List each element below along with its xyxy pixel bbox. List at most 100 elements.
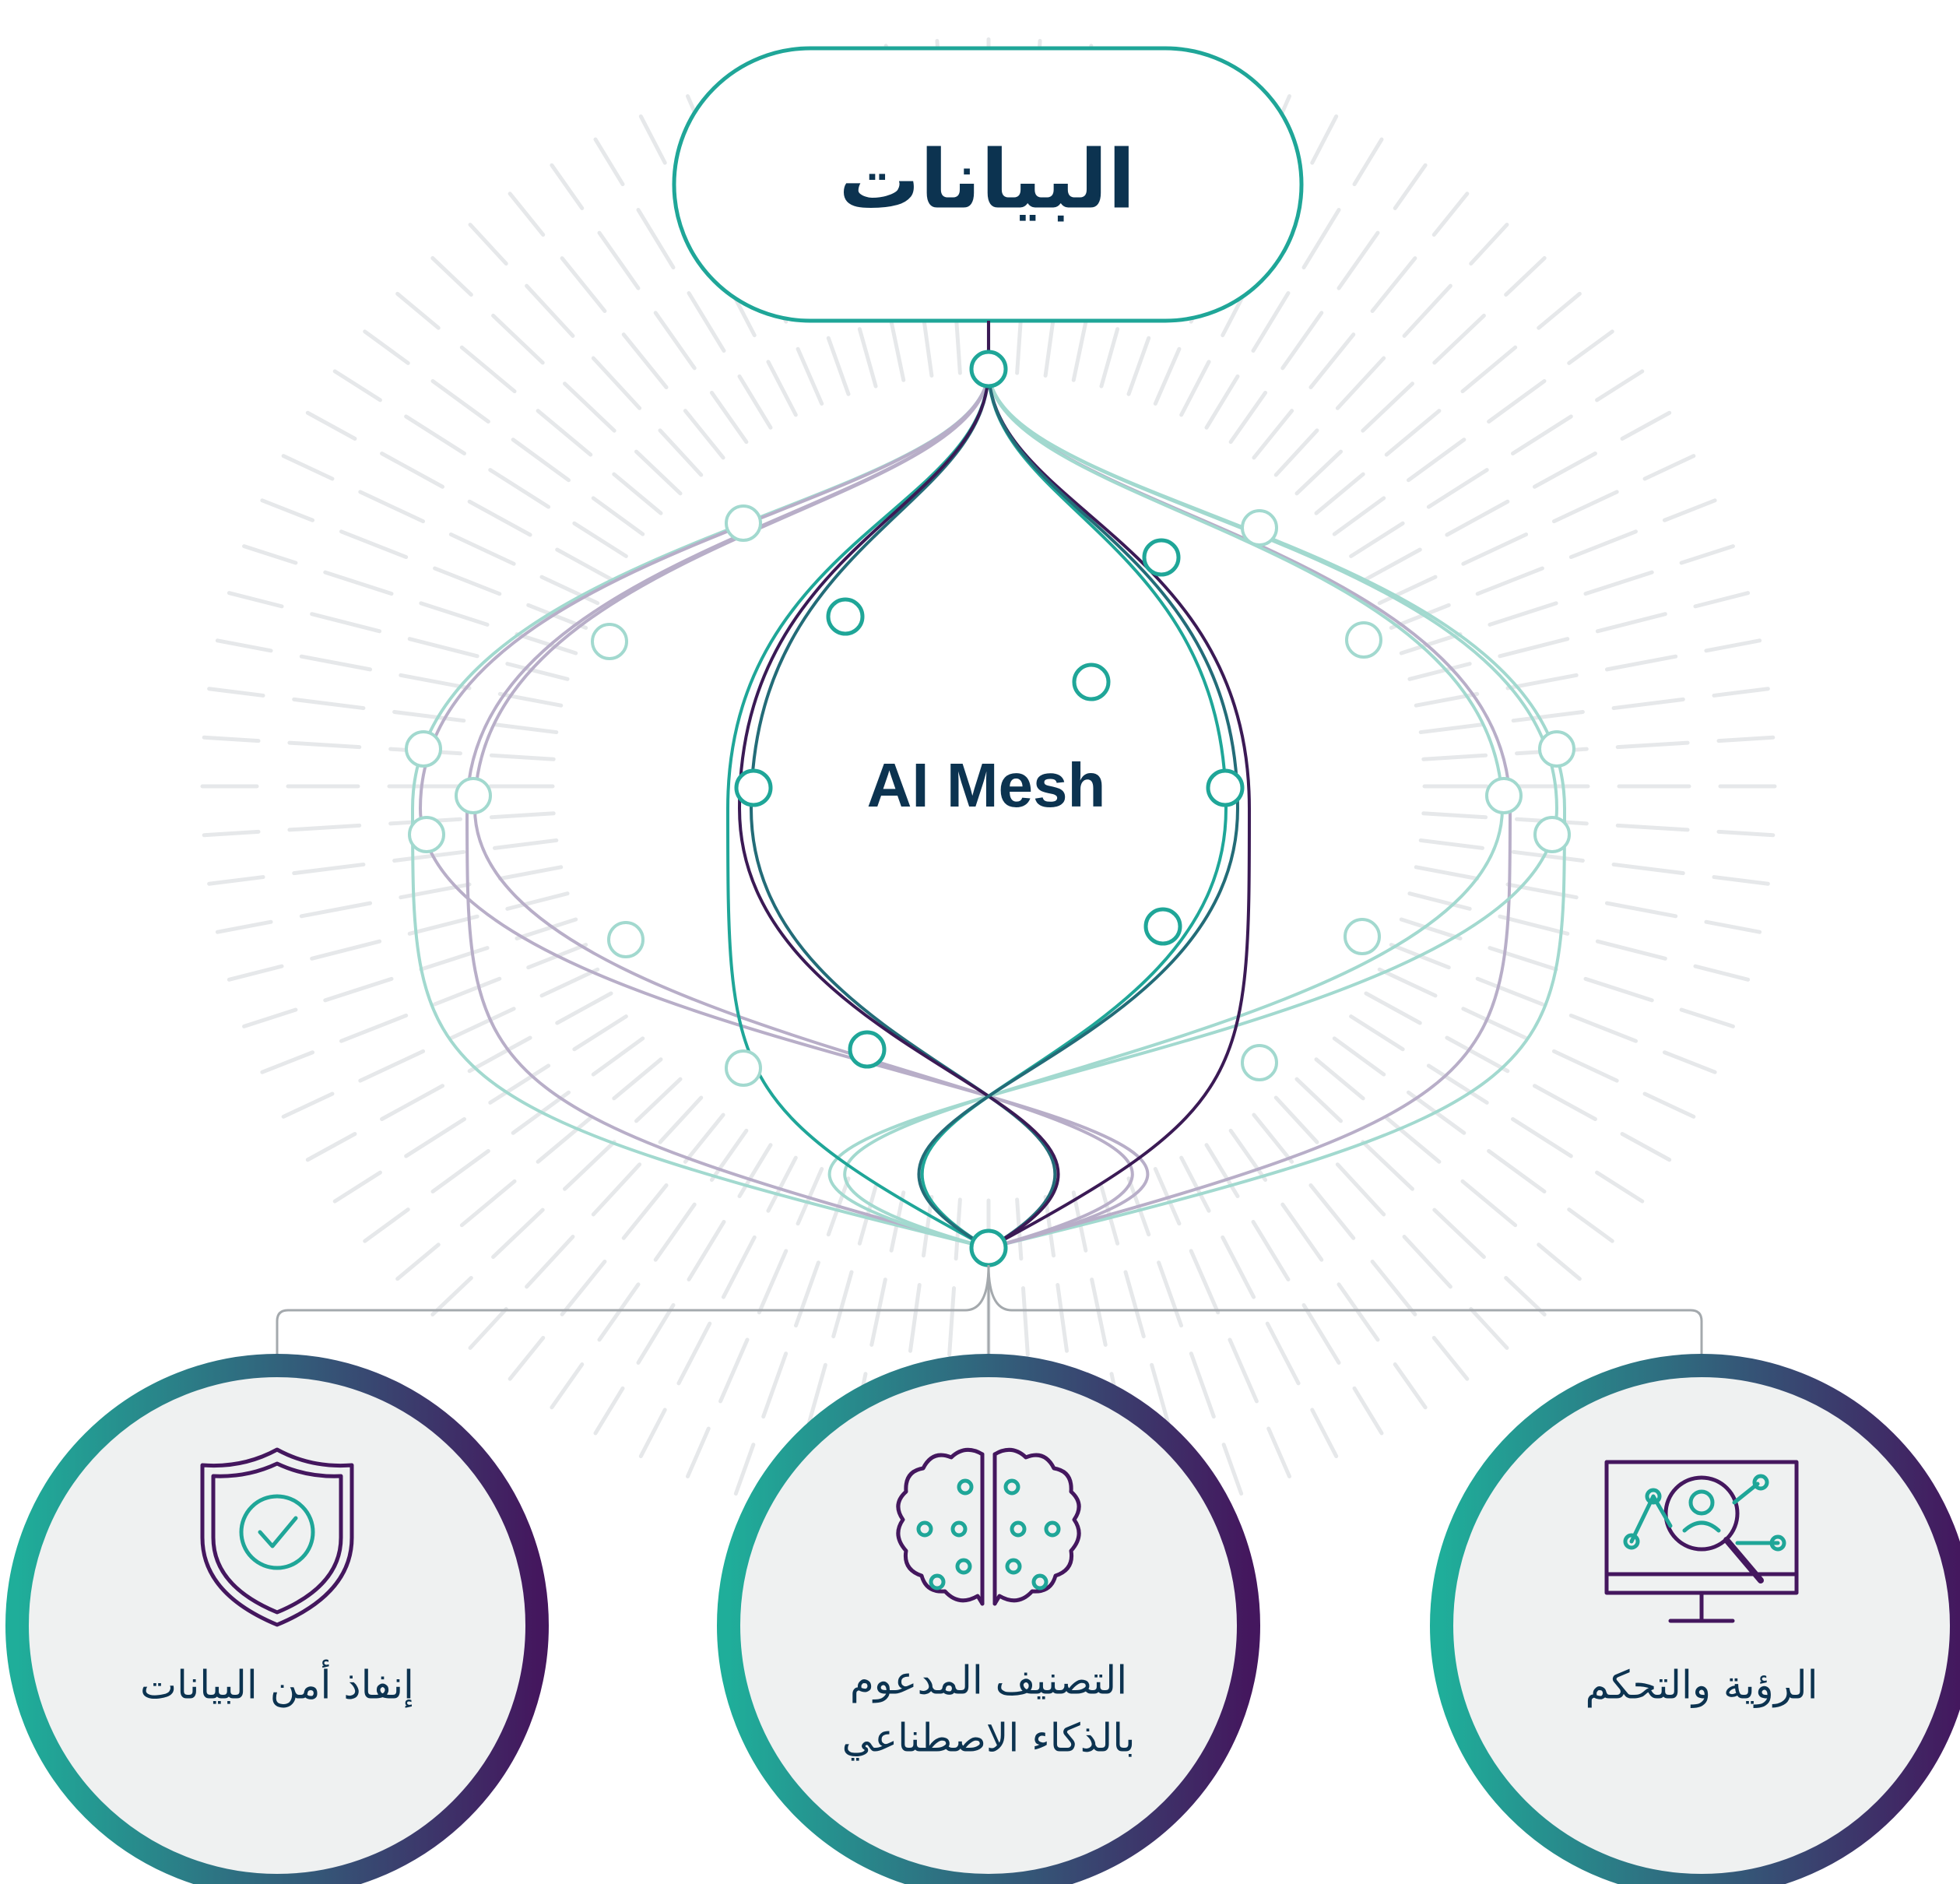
ray-segment bbox=[1475, 566, 1544, 596]
ray-segment bbox=[683, 1112, 725, 1164]
ray-segment bbox=[1567, 1207, 1614, 1243]
ray-segment bbox=[1414, 865, 1480, 881]
ray-segment bbox=[737, 374, 773, 430]
ray-segment bbox=[536, 409, 593, 457]
ray-segment bbox=[488, 1063, 551, 1105]
ray-segment bbox=[404, 1117, 467, 1158]
mesh-strand bbox=[749, 368, 1057, 1250]
ray-segment bbox=[612, 472, 663, 515]
ray-segment bbox=[1337, 230, 1380, 290]
ray-segment bbox=[1504, 1275, 1547, 1316]
ray-segment bbox=[634, 1077, 683, 1123]
mesh-node bbox=[1142, 538, 1181, 577]
ray-segment bbox=[419, 946, 490, 972]
mesh-strands-outer bbox=[410, 368, 1567, 1250]
ray-segment bbox=[1399, 632, 1463, 656]
ray-segment bbox=[1469, 223, 1509, 266]
ray-segment bbox=[1370, 256, 1417, 314]
ray-segment bbox=[560, 256, 607, 314]
ray-segment bbox=[505, 662, 570, 681]
ray-segment bbox=[292, 862, 366, 876]
ray-segment bbox=[515, 632, 578, 656]
ray-segment bbox=[653, 311, 697, 371]
ray-segment bbox=[1431, 192, 1470, 237]
ray-segment bbox=[395, 1243, 441, 1281]
ray-segment bbox=[1043, 1194, 1056, 1258]
ray-segment bbox=[1204, 374, 1240, 430]
ray-segment bbox=[1123, 1270, 1146, 1339]
ray-segment bbox=[591, 1162, 642, 1217]
ray-segment bbox=[1204, 1143, 1240, 1199]
ray-segment bbox=[1228, 1337, 1259, 1404]
ray-segment bbox=[395, 291, 441, 330]
ray-segment bbox=[281, 454, 335, 481]
ray-segment bbox=[1568, 1013, 1638, 1043]
ray-segment bbox=[591, 356, 642, 410]
ray-segment bbox=[515, 917, 578, 940]
ray-segment bbox=[1349, 521, 1405, 558]
ray-segment bbox=[638, 1408, 667, 1459]
ray-segment bbox=[1071, 320, 1088, 382]
ray-segment bbox=[1335, 1162, 1386, 1217]
ray-segment bbox=[1583, 570, 1654, 596]
ray-segment bbox=[591, 1036, 645, 1077]
ray-segment bbox=[683, 409, 725, 460]
ray-segment bbox=[305, 1132, 357, 1162]
ray-segment bbox=[1056, 1282, 1070, 1353]
ray-segment bbox=[687, 291, 726, 353]
ray-segment bbox=[260, 1050, 315, 1074]
ray-segment bbox=[1488, 946, 1558, 972]
ray-segment bbox=[1611, 862, 1685, 876]
mesh-node bbox=[1533, 816, 1571, 853]
ray-segment bbox=[207, 687, 265, 698]
ray-segment bbox=[572, 521, 628, 558]
top-node-label: البيانات bbox=[838, 132, 1135, 227]
ray-segment bbox=[921, 315, 934, 378]
ray-segment bbox=[857, 327, 878, 388]
ray-segment bbox=[497, 865, 564, 881]
ray-segment bbox=[430, 256, 473, 297]
ray-segment bbox=[1595, 612, 1667, 634]
ray-segment bbox=[709, 390, 749, 445]
ray-segment bbox=[539, 575, 600, 606]
ray-segment bbox=[1620, 1132, 1672, 1162]
ray-segment bbox=[392, 710, 466, 723]
ray-segment bbox=[687, 1219, 726, 1281]
ray-segment bbox=[1294, 449, 1344, 496]
ray-segment bbox=[525, 1235, 575, 1289]
ray-segment bbox=[563, 1140, 616, 1191]
ray-segment bbox=[638, 114, 667, 165]
ray-segment bbox=[1532, 452, 1597, 489]
ray-segment bbox=[508, 1335, 546, 1381]
ray-segment bbox=[555, 547, 613, 582]
mesh-node bbox=[826, 597, 865, 636]
ray-segment bbox=[889, 320, 906, 382]
bottom-hub-node bbox=[969, 1228, 1008, 1267]
ray-segment bbox=[1679, 1007, 1735, 1028]
ray-segment bbox=[380, 452, 445, 489]
ray-segment bbox=[310, 939, 382, 961]
ray-segment bbox=[1615, 823, 1690, 832]
ray-segment bbox=[227, 964, 284, 982]
ray-segment bbox=[1460, 345, 1518, 394]
ray-segment bbox=[676, 1321, 712, 1386]
ray-segment bbox=[1642, 1091, 1696, 1119]
ray-segment bbox=[1252, 1112, 1294, 1164]
ray-segment bbox=[1551, 490, 1619, 524]
ray-segment bbox=[1402, 283, 1452, 338]
ray-segment bbox=[1488, 601, 1558, 627]
mesh-strand bbox=[843, 368, 1505, 1250]
ray-segment bbox=[1426, 468, 1489, 509]
ray-segment bbox=[1595, 1170, 1645, 1204]
ray-segment bbox=[207, 875, 265, 886]
ray-segment bbox=[1314, 1057, 1365, 1101]
ray-segment bbox=[1364, 991, 1422, 1025]
ray-segment bbox=[1179, 360, 1211, 417]
ray-segment bbox=[1377, 575, 1438, 606]
ray-segment bbox=[1332, 496, 1386, 536]
ray-segment bbox=[757, 1249, 789, 1315]
ray-segment bbox=[1406, 438, 1466, 483]
ray-segment bbox=[287, 740, 362, 750]
ray-segment bbox=[1393, 1362, 1428, 1410]
ray-segment bbox=[1421, 753, 1488, 761]
